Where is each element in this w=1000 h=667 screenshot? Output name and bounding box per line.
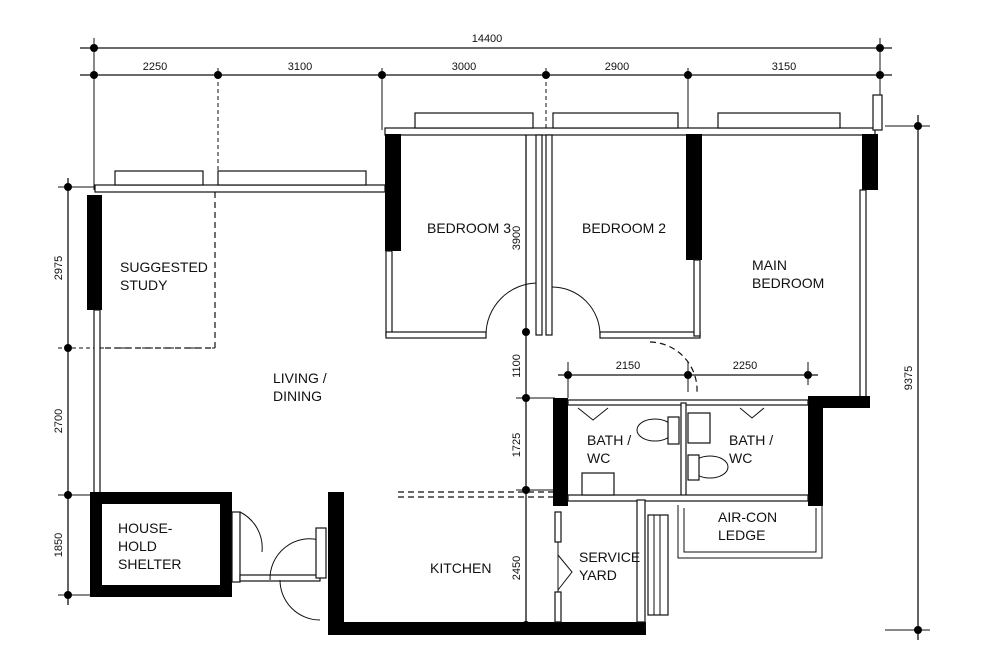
dim-mid-1: 3900 <box>511 226 523 250</box>
walls <box>87 94 883 635</box>
label-bath-2b: WC <box>729 450 752 466</box>
label-shelter-3: SHELTER <box>118 556 182 572</box>
dim-top-1: 2250 <box>143 61 167 73</box>
dim-bath-1: 2150 <box>616 360 640 372</box>
label-bath-2a: BATH / <box>729 432 773 448</box>
dim-mid-3: 1725 <box>511 433 523 457</box>
label-study-2: STUDY <box>120 277 168 293</box>
label-main-bedroom-1: MAIN <box>752 257 787 273</box>
label-shelter-1: HOUSE- <box>118 520 173 536</box>
label-service-yard-2: YARD <box>579 567 617 583</box>
label-living-1: LIVING / <box>273 370 327 386</box>
dim-top-5: 3150 <box>772 61 796 73</box>
label-bedroom-2: BEDROOM 2 <box>582 220 666 236</box>
dim-left-2: 2700 <box>53 409 65 433</box>
dim-top-2: 3100 <box>288 61 312 73</box>
dim-left-3: 1850 <box>53 533 65 557</box>
label-service-yard-1: SERVICE <box>579 549 640 565</box>
dim-mid-2: 1100 <box>511 354 523 378</box>
dim-mid-4: 2450 <box>511 556 523 580</box>
dim-overall: 14400 <box>472 33 503 45</box>
dim-bath-2: 2250 <box>733 360 757 372</box>
label-shelter-2: HOLD <box>118 538 157 554</box>
label-bath-1b: WC <box>587 450 610 466</box>
label-aircon-1: AIR-CON <box>718 509 777 525</box>
label-study-1: SUGGESTED <box>120 259 208 275</box>
label-living-2: DINING <box>273 388 322 404</box>
label-bedroom-3: BEDROOM 3 <box>427 220 511 236</box>
dim-top-4: 2900 <box>605 61 629 73</box>
dim-left-1: 2975 <box>53 256 65 280</box>
label-main-bedroom-2: BEDROOM <box>752 275 824 291</box>
dim-right: 9375 <box>903 366 915 390</box>
label-kitchen: KITCHEN <box>430 560 491 576</box>
dim-top-3: 3000 <box>452 61 476 73</box>
label-aircon-2: LEDGE <box>718 527 765 543</box>
label-bath-1a: BATH / <box>587 432 631 448</box>
